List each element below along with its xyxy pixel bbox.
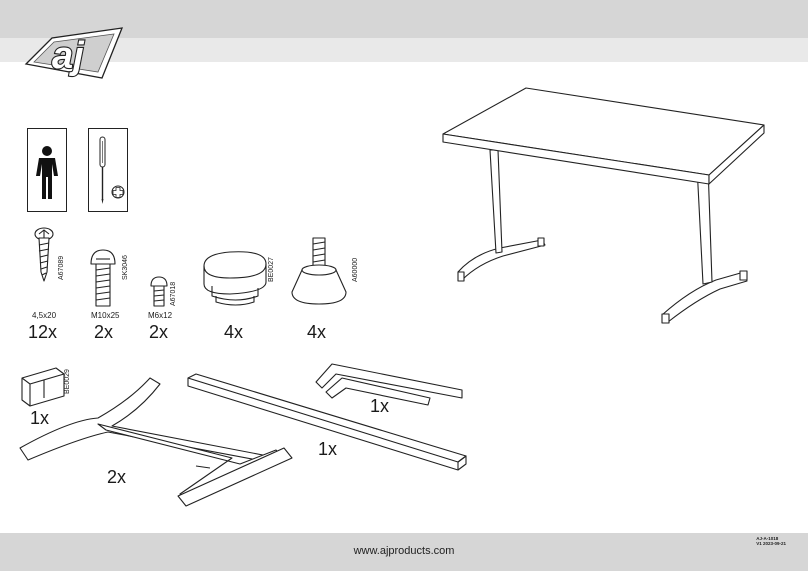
leveling-foot-drawing — [291, 237, 347, 305]
part-quantity: 2x — [94, 322, 114, 342]
bracket-drawing — [21, 367, 65, 407]
part-code: SK3046 — [122, 255, 129, 280]
part-code: BE0029 — [64, 369, 71, 394]
cross-bar-drawing — [187, 373, 467, 471]
part-quantity: 1x — [318, 439, 338, 459]
header-band — [0, 0, 808, 38]
part-size: M6x12 — [148, 311, 173, 320]
assembled-table — [442, 87, 765, 324]
screwdriver-box — [88, 128, 128, 212]
part-code: A67089 — [58, 255, 65, 280]
small-bolt-drawing — [150, 276, 168, 307]
t-base-frame-drawing — [19, 377, 293, 507]
hex-keys-drawing — [315, 363, 463, 406]
part-code: BE0027 — [268, 257, 275, 282]
part-size: 4,5x20 — [32, 311, 57, 320]
end-cap-drawing — [203, 251, 267, 306]
part-quantity: 4x — [224, 322, 244, 342]
footer-band — [0, 533, 808, 571]
part-quantity: 12x — [28, 322, 58, 342]
button-bolt-drawing — [90, 249, 116, 307]
part-code: A67018 — [170, 281, 177, 306]
aj-logo: aj — [24, 27, 124, 79]
person-icon — [36, 146, 58, 199]
part-quantity: 4x — [307, 322, 327, 342]
svg-text:aj: aj — [52, 35, 85, 77]
part-code: A60000 — [352, 257, 359, 282]
part-quantity: 2x — [149, 322, 169, 342]
phillips-screwdriver-icon — [99, 136, 125, 204]
wood-screw-drawing — [34, 227, 54, 282]
part-quantity: 2x — [107, 467, 127, 487]
document-id: AJ-A-1018 V1 2023-09-21 — [756, 536, 786, 546]
document-number: AJ-A-1018 — [756, 536, 779, 541]
part-quantity: 1x — [30, 408, 50, 428]
document-version: V1 2023-09-21 — [756, 541, 786, 546]
header-subband — [0, 38, 808, 62]
part-size: M10x25 — [91, 311, 120, 320]
website-url[interactable]: www.ajproducts.com — [353, 545, 455, 557]
assembly-person-box — [27, 128, 67, 212]
part-quantity: 1x — [370, 396, 390, 416]
